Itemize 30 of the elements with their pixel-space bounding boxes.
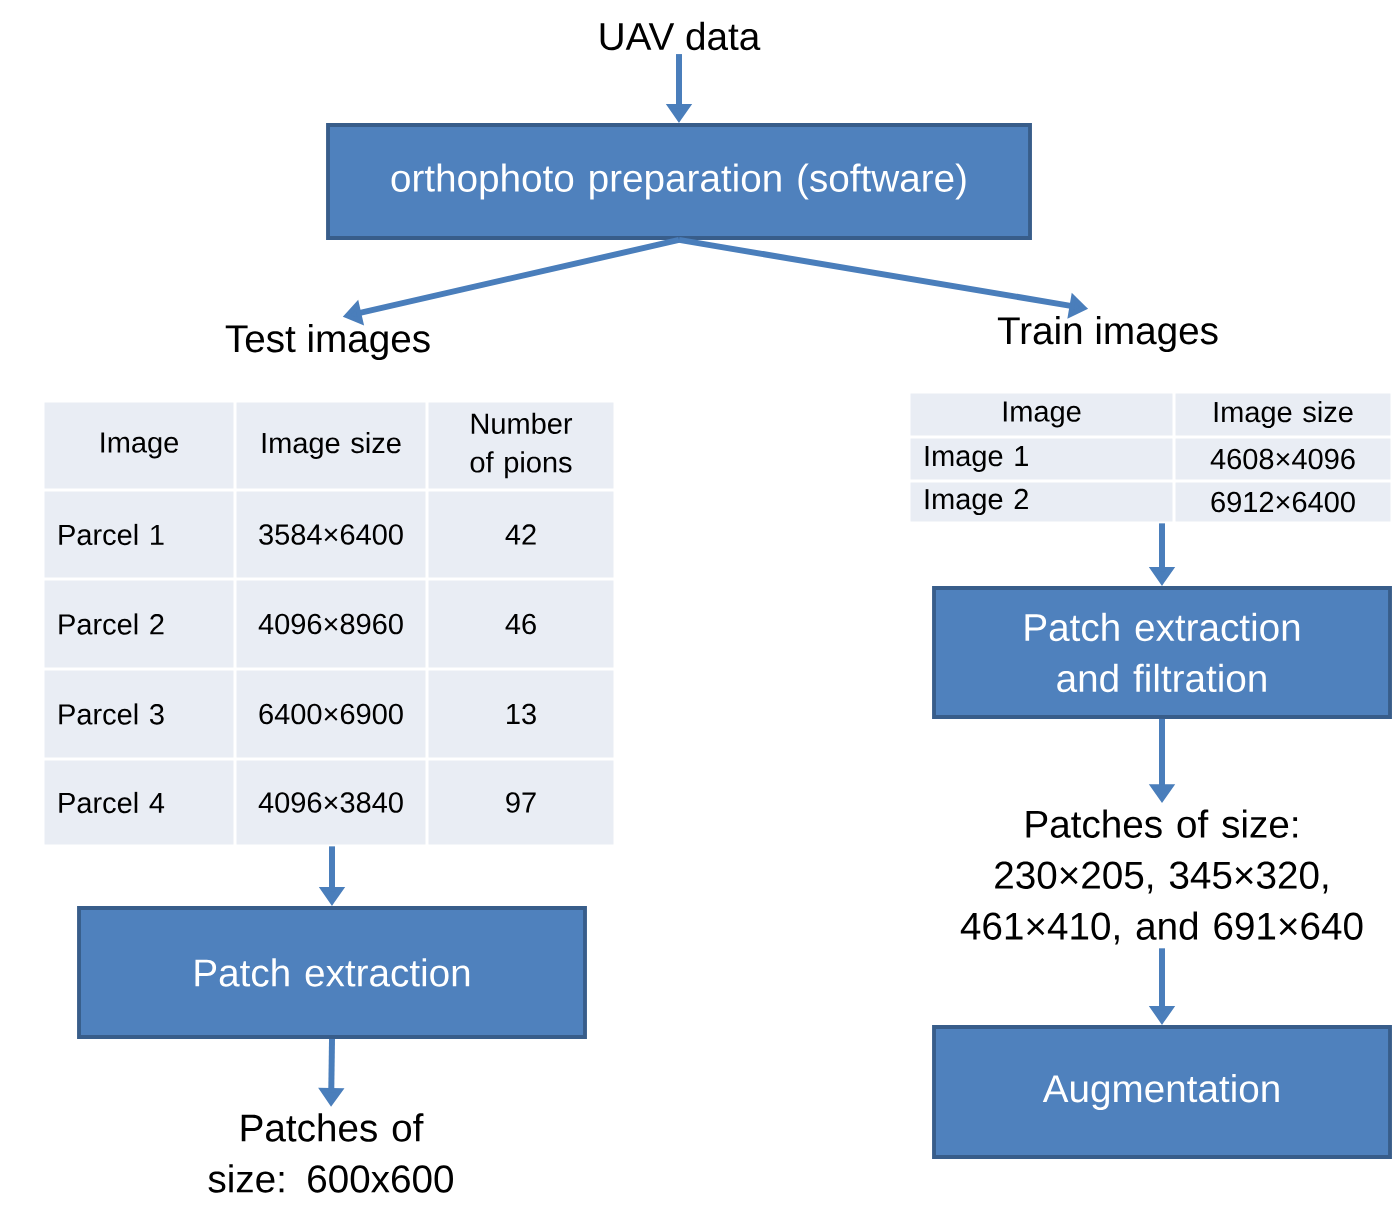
process-box: orthophoto preparation (software) [326, 123, 1032, 240]
table-cell: Image size [236, 402, 426, 489]
table-cell: Image 2 [910, 482, 1173, 522]
table-cell: 4096×3840 [236, 760, 426, 845]
table-cell: Number of pions [428, 402, 614, 489]
table-cell: Image 1 [910, 438, 1173, 480]
table-cell: 13 [428, 670, 614, 758]
table-cell: 4096×8960 [236, 580, 426, 668]
table-cell: 97 [428, 760, 614, 845]
table-cell: Image size [1175, 393, 1391, 436]
table-cell: 46 [428, 580, 614, 668]
table-cell: Image [910, 393, 1173, 436]
table-cell: 6912×6400 [1175, 482, 1391, 522]
process-box: Patch extraction [77, 906, 587, 1039]
process-box: Augmentation [932, 1025, 1392, 1159]
table-cell: 42 [428, 491, 614, 578]
step-text: Patches of size: 600x600 [208, 1113, 453, 1193]
table-cell: 4608×4096 [1175, 438, 1391, 480]
process-box: Patch extraction and filtration [932, 586, 1392, 719]
step-text: Patches of size: 230×205, 345×320, 461×410, and 691×640 [960, 809, 1363, 945]
table-cell: 3584×6400 [236, 491, 426, 578]
step-text: Test images [225, 323, 430, 360]
table-cell: Parcel 1 [44, 491, 234, 578]
step-text: UAV data [600, 21, 761, 51]
step-text: Train images [997, 315, 1218, 352]
table-cell: Parcel 3 [44, 670, 234, 758]
table-cell: Parcel 4 [44, 760, 234, 845]
table-cell: Image [44, 402, 234, 489]
table-cell: Parcel 2 [44, 580, 234, 668]
table-cell: 6400×6900 [236, 670, 426, 758]
